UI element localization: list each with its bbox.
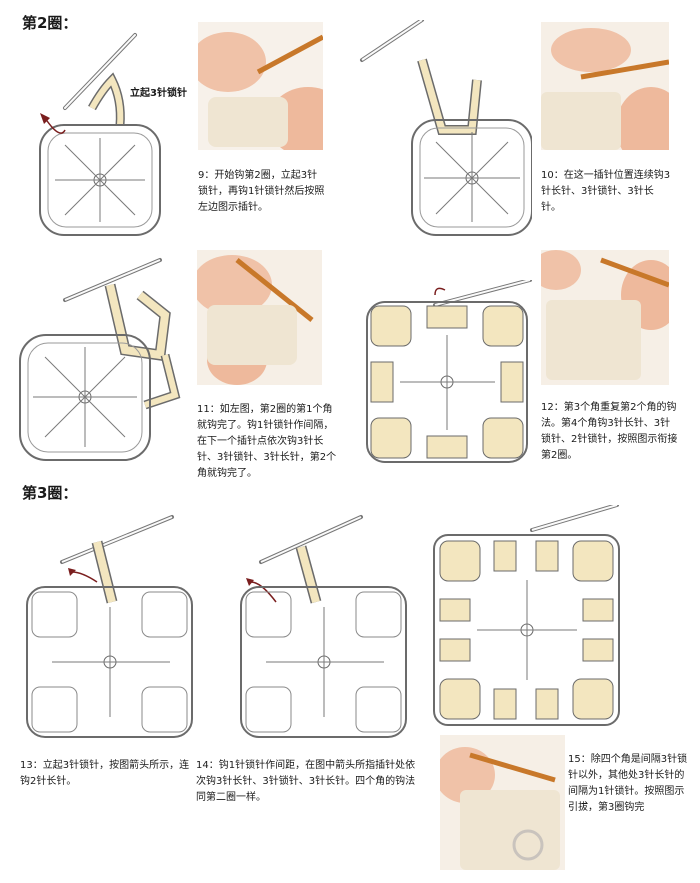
caption-step14: 14：钩1针锁针作间距，在图中箭头所指插针处依次钩3针长针、3针锁针、3针长针。…: [196, 760, 416, 803]
photo-step15: [440, 735, 565, 870]
caption-step13: 13：立起3针锁针，按图箭头所示，连钩2针长针。: [20, 760, 190, 787]
diagram-step15: [432, 505, 622, 730]
photo-step10: [541, 22, 669, 150]
diagram-step11: [15, 255, 190, 475]
diagram-step10: [352, 20, 532, 240]
caption-step9: 9：开始钩第2圈，立起3针锁针，再钩1针锁针然后按照左边图示插针。: [198, 170, 325, 213]
diagram-step13: [22, 512, 202, 742]
caption-step10: 10：在这一插针位置连续钩3针长针、3针锁针、3针长针。: [541, 170, 671, 213]
photo-step12: [541, 250, 669, 385]
label-chain3: 立起3针锁针: [130, 88, 187, 99]
caption-step12: 12：第3个角重复第2个角的钩法。第4个角钩3针长针、3针锁针、2针锁针，按照图…: [541, 402, 678, 461]
photo-step11: [197, 250, 322, 385]
round3-heading: 第3圈：: [22, 484, 78, 502]
diagram-step12: [365, 280, 535, 465]
caption-step15: 15：除四个角是间隔3针锁针以外，其他处3针长针的间隔为1针锁针。按照图示引拔，…: [568, 754, 688, 813]
diagram-step9: [20, 30, 190, 245]
photo-step9: [198, 22, 323, 150]
caption-step11: 11：如左图，第2圈的第1个角就钩完了。钩1针锁针作间隔，在下一个插针点依次钩3…: [197, 404, 337, 479]
diagram-step14: [236, 512, 416, 742]
round2-heading: 第2圈：: [22, 14, 78, 32]
